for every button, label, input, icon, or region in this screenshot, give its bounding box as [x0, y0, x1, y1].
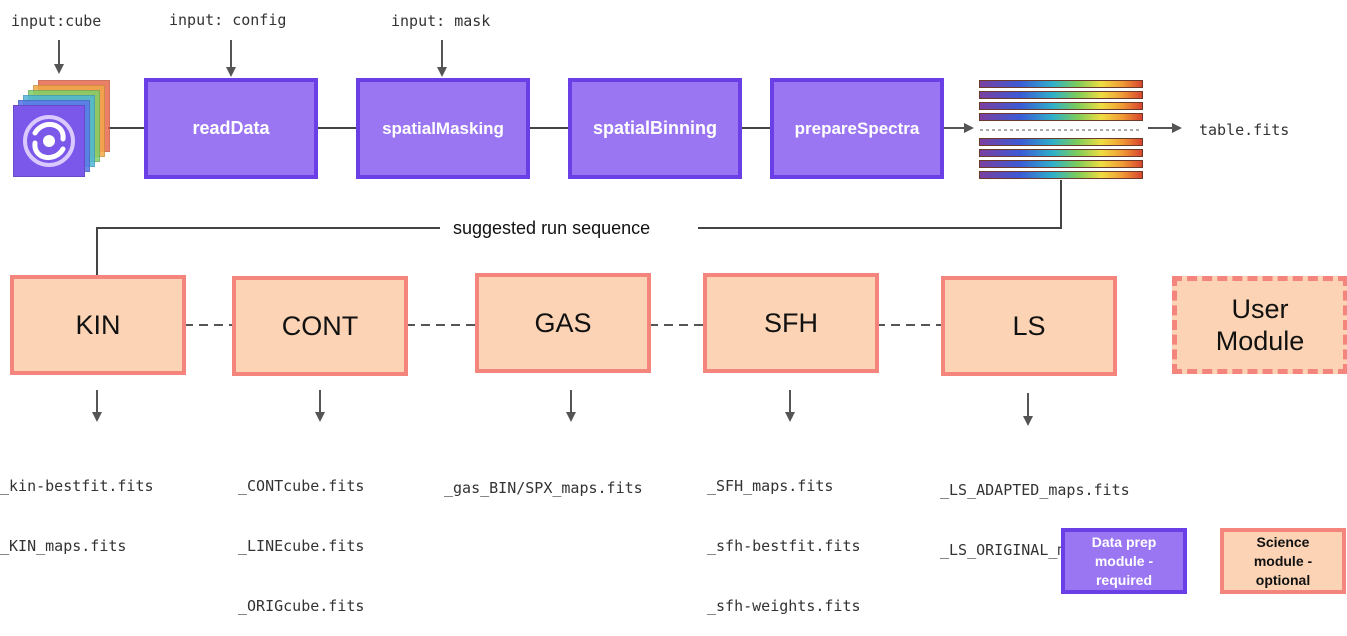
- output-file: _gas_BIN/SPX_maps.fits: [444, 479, 643, 497]
- output-table-label: table.fits: [1199, 121, 1290, 139]
- sfh-module[interactable]: SFH: [703, 273, 879, 373]
- output-file: _ORIGcube.fits: [238, 597, 365, 615]
- preparespectra-module[interactable]: prepareSpectra: [770, 78, 944, 179]
- legend-prep-line1: Data prep: [1091, 533, 1157, 550]
- kin-outputs: _kin-bestfit.fits _KIN_maps.fits: [0, 436, 154, 576]
- cont-module[interactable]: CONT: [232, 276, 408, 376]
- readdata-module[interactable]: readData: [144, 78, 318, 179]
- legend-prep-module: Data prep module - required: [1061, 528, 1187, 594]
- output-file: _kin-bestfit.fits: [0, 477, 154, 495]
- gas-module[interactable]: GAS: [475, 273, 651, 373]
- galaxy-icon: [23, 115, 75, 167]
- output-file: _sfh-bestfit.fits: [707, 537, 861, 555]
- output-file: _LINEcube.fits: [238, 537, 365, 555]
- connector-lines: [54, 40, 1182, 426]
- input-mask-label: input: mask: [391, 12, 491, 30]
- output-file: _sfh-weights.fits: [707, 597, 861, 615]
- output-file: _KIN_maps.fits: [0, 537, 127, 555]
- datacube-icon: [10, 76, 110, 180]
- run-sequence-label: suggested run sequence: [453, 218, 651, 238]
- legend-science-line1: Science: [1256, 533, 1310, 550]
- input-cube-label: input:cube: [11, 12, 102, 30]
- spatialmasking-module[interactable]: spatialMasking: [356, 78, 530, 179]
- user-module[interactable]: User Module: [1172, 276, 1347, 374]
- ls-module[interactable]: LS: [941, 276, 1117, 376]
- sfh-outputs: _SFH_maps.fits _sfh-bestfit.fits _sfh-we…: [707, 436, 861, 636]
- output-file: _LS_ADAPTED_maps.fits: [940, 481, 1130, 499]
- legend-science-line2: module -: [1253, 552, 1313, 569]
- legend-science-line3: optional: [1255, 571, 1311, 588]
- spatialbinning-module[interactable]: spatialBinning: [568, 78, 742, 179]
- legend-prep-line3: required: [1095, 571, 1152, 588]
- cont-outputs: _CONTcube.fits _LINEcube.fits _ORIGcube.…: [238, 436, 364, 636]
- input-config-label: input: config: [169, 11, 287, 29]
- user-module-line1: User: [1231, 294, 1289, 324]
- kin-module[interactable]: KIN: [10, 275, 186, 375]
- legend-science-module: Science module - optional: [1220, 528, 1346, 594]
- output-file: _CONTcube.fits: [238, 477, 365, 495]
- user-module-line2: Module: [1215, 326, 1305, 356]
- output-file: _SFH_maps.fits: [707, 477, 834, 495]
- legend-prep-line2: module -: [1094, 552, 1154, 569]
- gas-outputs: _gas_BIN/SPX_maps.fits: [444, 438, 643, 518]
